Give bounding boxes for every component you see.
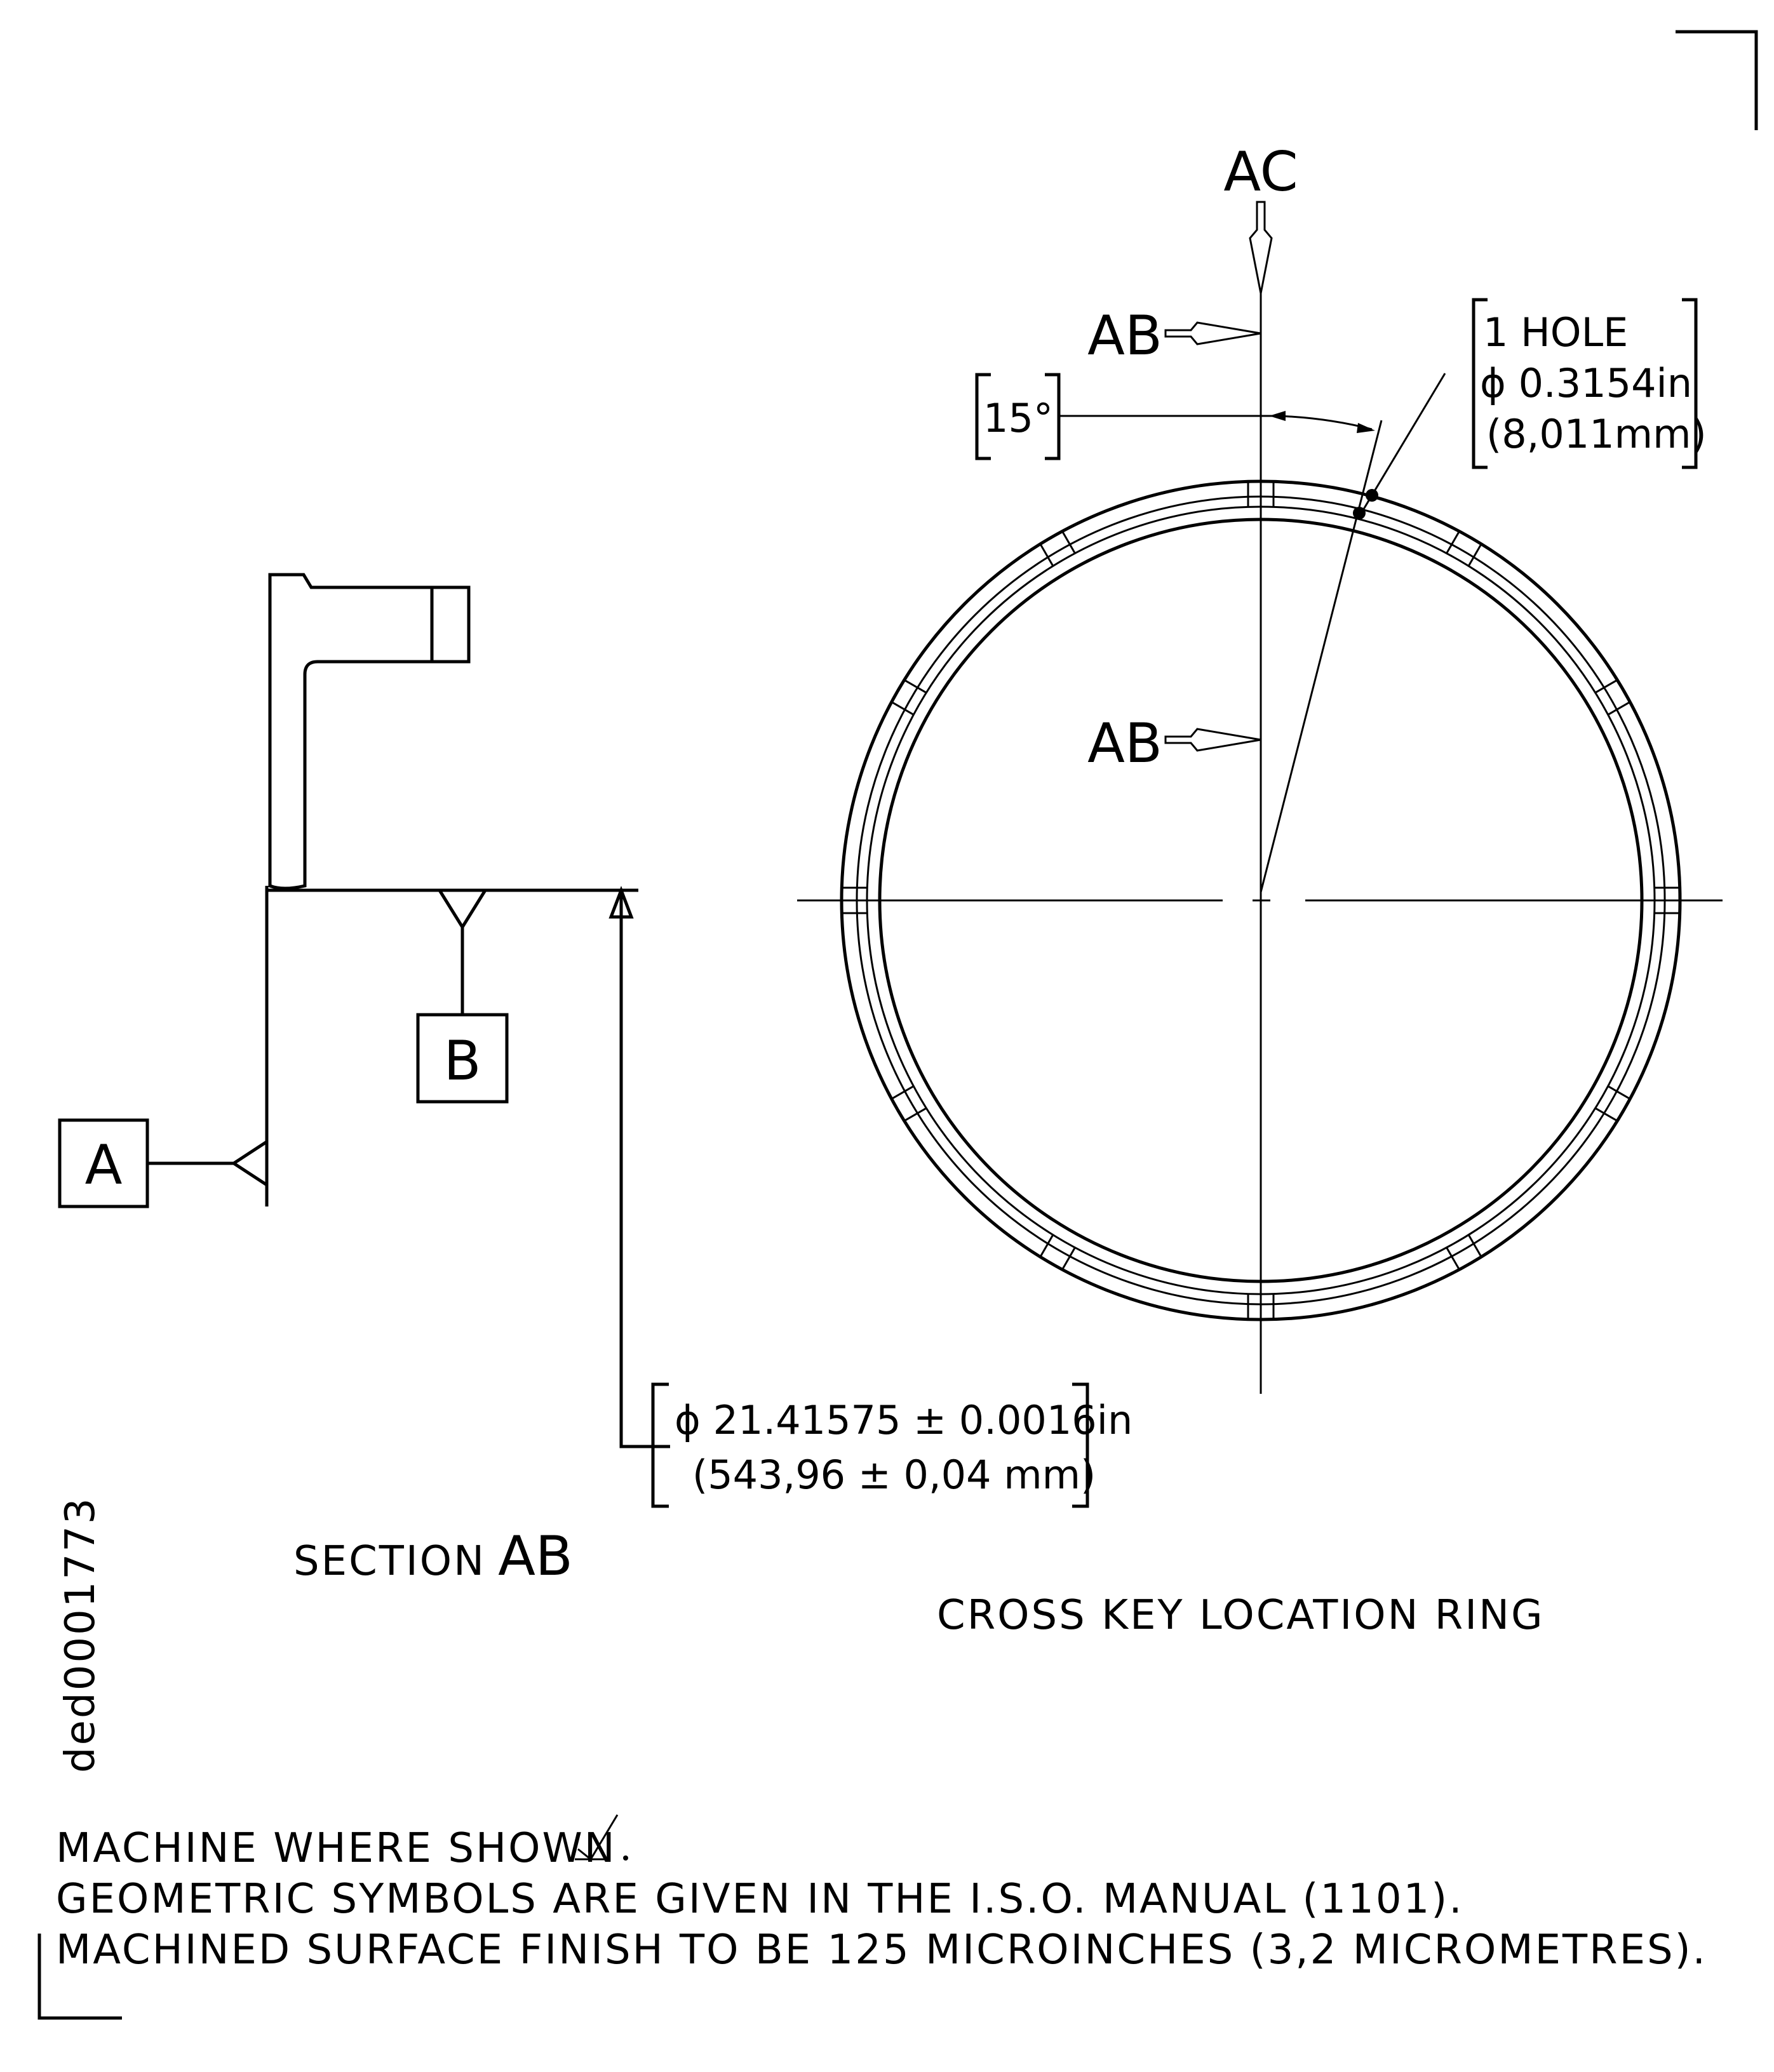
cross-key-slots (842, 481, 1680, 1320)
surface-finish-icon (575, 1814, 628, 1861)
part-title: CROSS KEY LOCATION RING (937, 1592, 1545, 1639)
section-arrow-ab-top (1164, 321, 1261, 345)
note-geometric-symbols: GEOMETRIC SYMBOLS ARE GIVEN IN THE I.S.O… (56, 1876, 1464, 1923)
hole-count: 1 HOLE (1483, 309, 1628, 356)
angle-label: 15° (983, 395, 1053, 441)
key-slot (890, 1085, 927, 1122)
section-arrow-ab-mid (1164, 728, 1261, 752)
view-label-ac: AC (1223, 140, 1298, 204)
key-slot (1595, 679, 1631, 716)
key-slot (842, 886, 867, 914)
note-machine: MACHINE WHERE SHOWN (56, 1825, 617, 1872)
section-ab-profile (147, 573, 638, 1206)
key-slot (1247, 1294, 1275, 1320)
key-slot (1446, 530, 1482, 566)
section-title: SECTION AB (293, 1525, 573, 1588)
drawing-id: ded0001773 (57, 1496, 104, 1773)
dimension-diameter-inch: ϕ 21.41575 ± 0.0016in (675, 1397, 1132, 1443)
ring-view: AC AB AB 15° 1 HOLE ϕ 0.3154in (8,011mm) (797, 140, 1723, 1394)
hole-diameter-inch: ϕ 0.3154in (1480, 360, 1692, 406)
key-slot (1446, 1234, 1482, 1271)
key-slot (1039, 530, 1076, 566)
view-arrow-ac (1249, 201, 1273, 294)
general-notes: MACHINE WHERE SHOWN GEOMETRIC SYMBOLS AR… (56, 1814, 1707, 1974)
datum-b-label: B (444, 1029, 481, 1093)
datum-b-box: B (416, 1013, 509, 1104)
key-slot (1655, 886, 1680, 914)
section-label-ab-mid: AB (1087, 712, 1162, 775)
section-label-ab-top: AB (1087, 304, 1162, 368)
dimension-diameter-mm: (543,96 ± 0,04 mm) (692, 1452, 1096, 1498)
hole-diameter-mm: (8,011mm) (1486, 411, 1707, 457)
frame-corner-top-right (1676, 30, 1758, 130)
datum-a-label: A (85, 1133, 123, 1197)
key-slot (890, 679, 927, 716)
key-slot (1039, 1234, 1076, 1271)
angle-dimension: 15° (975, 373, 1383, 893)
note-surface-finish: MACHINED SURFACE FINISH TO BE 125 MICROI… (56, 1927, 1707, 1974)
key-slot (1595, 1085, 1631, 1122)
datum-a-box: A (58, 1118, 149, 1208)
key-slot (1247, 481, 1275, 507)
frame-corner-bottom-left (37, 1934, 122, 2020)
hole-callout: 1 HOLE ϕ 0.3154in (8,011mm) (1353, 298, 1707, 519)
diameter-dimension: ϕ 21.41575 ± 0.0016in (543,96 ± 0,04 mm) (608, 885, 1132, 1508)
